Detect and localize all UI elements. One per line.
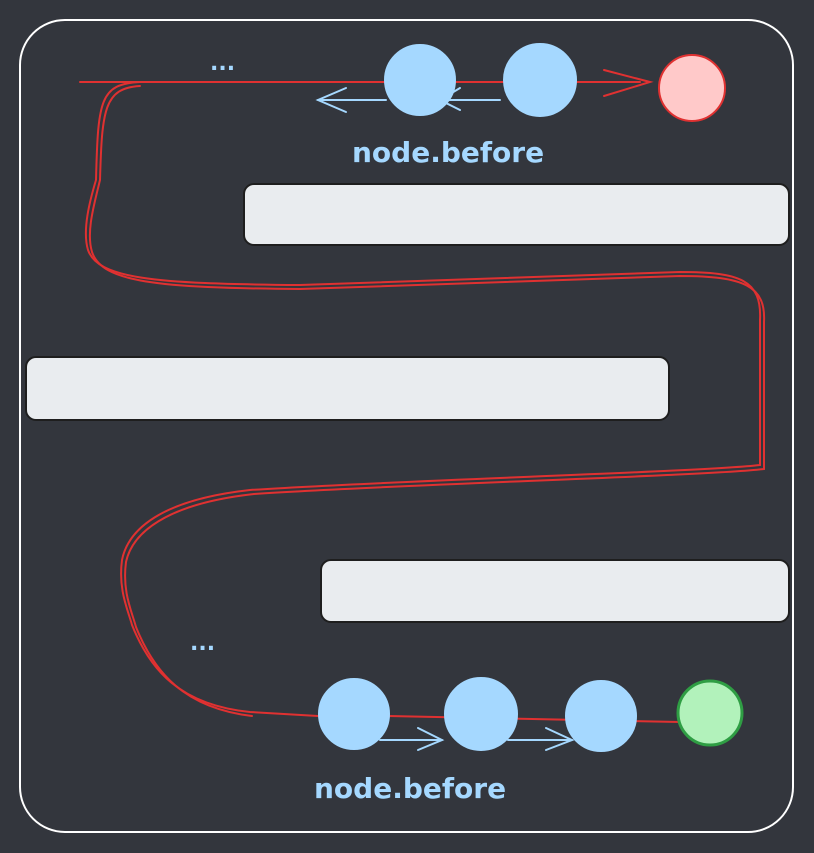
- bottom-node-1: [318, 678, 390, 750]
- end-node: [658, 54, 726, 122]
- bottom-node-2: [444, 677, 518, 751]
- bottom-forward-arrows: [379, 727, 575, 751]
- bar-top: [243, 183, 790, 246]
- top-node-1: [384, 44, 456, 116]
- top-node-label: node.before: [352, 136, 544, 169]
- top-node-2: [503, 43, 577, 117]
- bottom-node-label: node.before: [314, 772, 506, 805]
- bottom-ellipsis: ...: [190, 631, 215, 656]
- bar-bottom: [320, 559, 790, 623]
- top-backward-arrows: [315, 87, 501, 113]
- bar-middle: [25, 356, 670, 421]
- top-node-chain: [315, 43, 726, 122]
- outer-frame: [19, 19, 794, 833]
- start-node: [676, 679, 744, 747]
- bottom-node-3: [565, 680, 637, 752]
- top-ellipsis: ...: [210, 51, 235, 76]
- bottom-node-chain: [318, 677, 744, 752]
